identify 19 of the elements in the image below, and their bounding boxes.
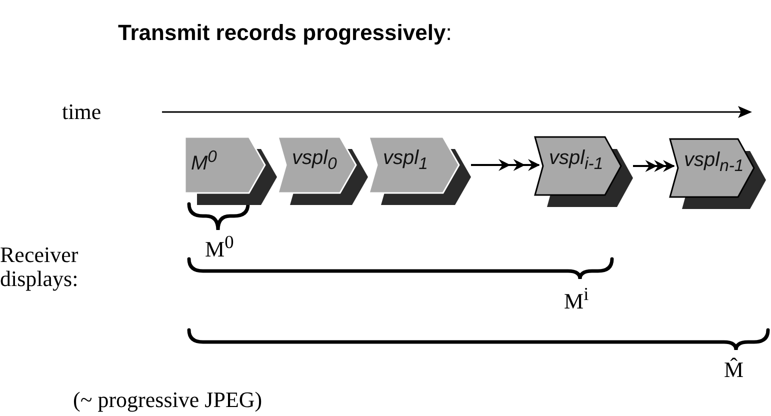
block-label: vspl$_{n-1}$ — [684, 149, 744, 176]
axis-label: time — [62, 100, 102, 124]
chevron-shape — [278, 137, 368, 205]
arrow — [471, 159, 540, 171]
block-label: M$^{0}$ — [191, 147, 217, 176]
chevron-shape — [369, 137, 471, 205]
title: Transmit records progressively: — [118, 20, 452, 46]
row-label: Receiver displays: — [0, 243, 80, 292]
block-label: vspl$_{0}$ — [292, 147, 337, 174]
brace-label: M̂ — [724, 358, 744, 382]
arrow — [633, 160, 675, 172]
chevron-shape — [670, 139, 766, 209]
block-label: vspl$_{1}$ — [383, 147, 428, 174]
brace-label: M$^{0}$ — [205, 232, 234, 262]
brace-label: M$^{i}$ — [564, 284, 589, 314]
note: (~ progressive JPEG) — [73, 388, 262, 412]
block-label: vspl$_{i-1}$ — [549, 147, 604, 174]
chevron-shape — [535, 137, 633, 207]
chevron-shape — [185, 137, 277, 205]
